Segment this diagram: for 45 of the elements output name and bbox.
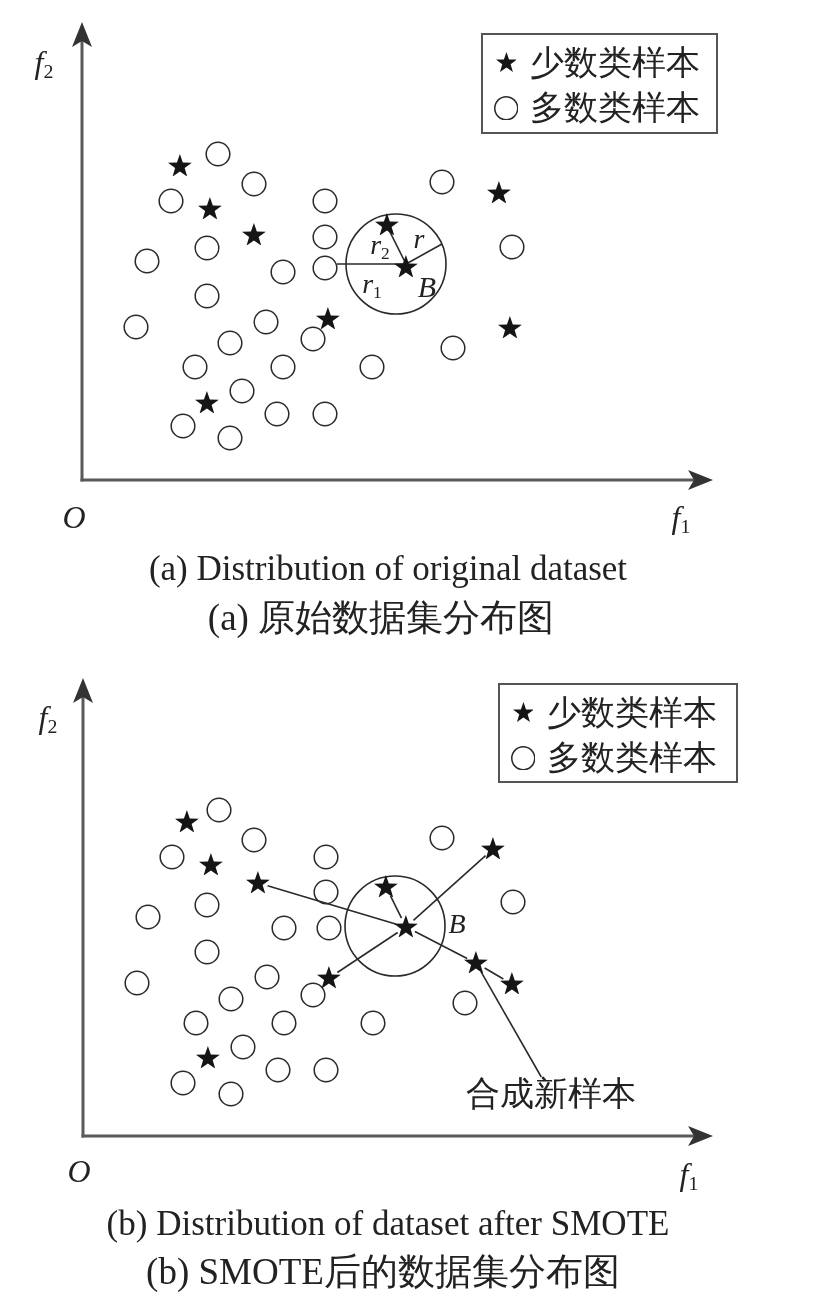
legend-label: 多数类样本 bbox=[547, 741, 717, 775]
star-marker bbox=[199, 852, 223, 876]
radius-label: r$_{2}$ bbox=[369, 231, 391, 263]
axis-label: f$_{1}$ bbox=[678, 1157, 700, 1195]
star-marker bbox=[198, 196, 222, 220]
star-marker bbox=[242, 222, 266, 246]
star-marker bbox=[500, 971, 524, 995]
star-marker bbox=[317, 965, 341, 989]
star-marker bbox=[246, 870, 270, 894]
star-marker bbox=[464, 950, 488, 974]
axis-label: f$_{2}$ bbox=[33, 45, 55, 83]
caption: (a) Distribution of original dataset bbox=[147, 550, 629, 586]
star-marker bbox=[168, 153, 192, 177]
star-marker bbox=[481, 836, 505, 860]
star-marker bbox=[394, 914, 418, 938]
point-label: B bbox=[416, 272, 438, 302]
caption: (b) SMOTE后的数据集分布图 bbox=[145, 1252, 621, 1290]
star-marker bbox=[487, 180, 511, 204]
star-marker bbox=[375, 212, 399, 236]
caption: (a) 原始数据集分布图 bbox=[206, 598, 556, 636]
star-marker bbox=[196, 1045, 220, 1069]
origin-label: O bbox=[66, 1155, 92, 1187]
radius-label: r$_{1}$ bbox=[361, 270, 383, 302]
leader-line bbox=[480, 970, 543, 1078]
star-marker bbox=[394, 254, 418, 278]
legend-label: 少数类样本 bbox=[530, 46, 700, 80]
connector-line bbox=[336, 931, 399, 974]
star-marker bbox=[195, 390, 219, 414]
axis-label: f$_{1}$ bbox=[670, 500, 692, 538]
callout-label: 合成新样本 bbox=[466, 1077, 636, 1111]
connector-line bbox=[483, 967, 505, 980]
legend-label: 多数类样本 bbox=[530, 91, 700, 125]
star-marker bbox=[175, 809, 199, 833]
axis-label: f$_{2}$ bbox=[37, 700, 59, 738]
legend-label: 少数类样本 bbox=[547, 696, 717, 730]
connector-line bbox=[412, 854, 487, 922]
star-marker bbox=[498, 315, 522, 339]
point-label: B bbox=[447, 910, 467, 938]
origin-label: O bbox=[61, 501, 87, 533]
star-marker bbox=[374, 874, 398, 898]
connector-line bbox=[414, 930, 468, 960]
star-marker bbox=[316, 306, 340, 330]
connector-line bbox=[389, 895, 403, 919]
radius-label: r bbox=[412, 225, 426, 253]
caption: (b) Distribution of dataset after SMOTE bbox=[105, 1205, 671, 1241]
